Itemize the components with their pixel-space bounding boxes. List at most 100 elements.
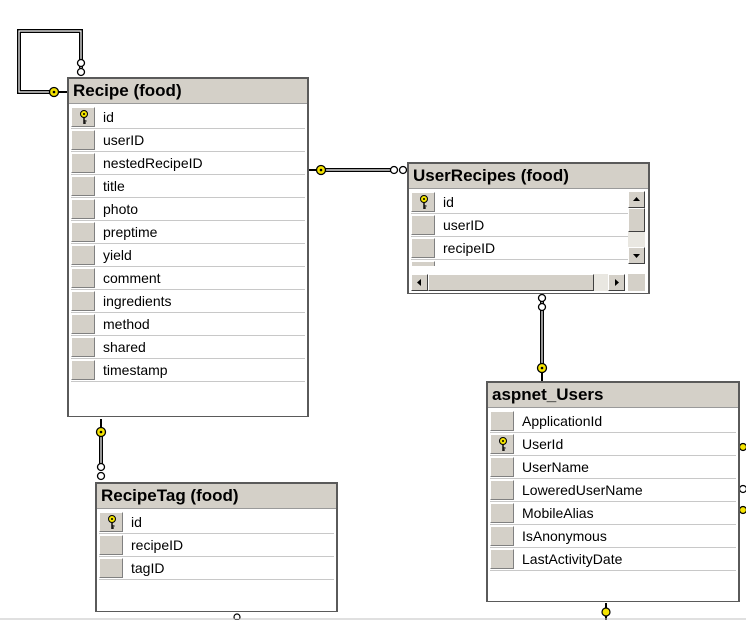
scroll-left-button[interactable]: [411, 274, 428, 291]
row-selector[interactable]: [490, 503, 514, 523]
column-row[interactable]: method: [71, 313, 305, 336]
row-selector[interactable]: [411, 215, 435, 235]
row-selector[interactable]: [71, 130, 95, 150]
column-name: comment: [103, 270, 161, 286]
column-row[interactable]: comment: [71, 267, 305, 290]
column-row[interactable]: userID: [71, 129, 305, 152]
column-row[interactable]: ApplicationId: [490, 410, 736, 433]
arrow-down-icon: [633, 254, 640, 258]
column-name: preptime: [103, 224, 158, 240]
table-recipe[interactable]: Recipe (food) id userID: [67, 77, 309, 417]
many-end-icon: [96, 462, 106, 472]
table-aspnet-users[interactable]: aspnet_Users ApplicationId UserId: [486, 381, 740, 602]
row-selector[interactable]: [411, 238, 435, 258]
column-row[interactable]: id: [99, 511, 334, 534]
scroll-up-button[interactable]: [628, 191, 645, 208]
many-end-icon: [398, 165, 408, 175]
row-selector[interactable]: [71, 107, 95, 127]
column-name: MobileAlias: [522, 505, 594, 521]
table-recipe-tag[interactable]: RecipeTag (food) id recipeID: [95, 482, 338, 612]
row-selector[interactable]: [71, 360, 95, 380]
column-name: UserId: [522, 436, 564, 452]
column-name: yield: [103, 247, 132, 263]
row-selector[interactable]: [71, 245, 95, 265]
relationship-users-userrecipes[interactable]: [536, 293, 548, 382]
row-selector[interactable]: [490, 434, 514, 454]
column-name: tagID: [131, 560, 165, 576]
column-row[interactable]: id: [411, 191, 628, 214]
row-selector[interactable]: [490, 411, 514, 431]
relationship-recipe-recipetag[interactable]: [95, 419, 107, 481]
row-selector[interactable]: [99, 512, 123, 532]
row-selector[interactable]: [71, 153, 95, 173]
table-title[interactable]: RecipeTag (food): [97, 484, 336, 509]
row-selector[interactable]: [490, 457, 514, 477]
column-row[interactable]: LastActivityDate: [490, 548, 736, 571]
column-row[interactable]: recipeID: [99, 534, 334, 557]
column-name: IsAnonymous: [522, 528, 607, 544]
column-name: UserName: [522, 459, 589, 475]
column-row[interactable]: originalOwner: [411, 260, 628, 266]
column-name: ApplicationId: [522, 413, 603, 429]
scroll-corner: [628, 274, 645, 291]
horizontal-scrollbar[interactable]: [411, 274, 625, 291]
column-row[interactable]: tagID: [99, 557, 334, 580]
column-row[interactable]: userID: [411, 214, 628, 237]
column-row[interactable]: UserName: [490, 456, 736, 479]
row-selector[interactable]: [71, 268, 95, 288]
row-selector[interactable]: [99, 535, 123, 555]
row-selector[interactable]: [411, 261, 435, 266]
column-name: title: [103, 178, 125, 194]
row-selector[interactable]: [71, 337, 95, 357]
column-name: ingredients: [103, 293, 172, 309]
table-user-recipes[interactable]: UserRecipes (food) id userID: [407, 162, 650, 294]
column-name: id: [103, 109, 114, 125]
column-row[interactable]: shared: [71, 336, 305, 359]
column-name: LoweredUserName: [522, 482, 643, 498]
row-selector[interactable]: [99, 558, 123, 578]
primary-key-icon: [80, 110, 88, 124]
row-selector[interactable]: [71, 199, 95, 219]
column-row[interactable]: preptime: [71, 221, 305, 244]
primary-key-icon: [420, 195, 428, 209]
column-name: recipeID: [443, 240, 496, 256]
column-name: recipeID: [131, 537, 184, 553]
column-name: shared: [103, 339, 146, 355]
column-row[interactable]: yield: [71, 244, 305, 267]
column-row[interactable]: UserId: [490, 433, 736, 456]
vertical-scrollbar[interactable]: [628, 191, 645, 264]
many-end-icon: [389, 165, 399, 175]
row-selector[interactable]: [71, 176, 95, 196]
column-name: timestamp: [103, 362, 168, 378]
primary-key-icon: [499, 437, 507, 451]
row-selector[interactable]: [71, 314, 95, 334]
scroll-down-button[interactable]: [628, 247, 645, 264]
row-selector[interactable]: [71, 291, 95, 311]
column-row[interactable]: ingredients: [71, 290, 305, 313]
row-selector[interactable]: [490, 526, 514, 546]
column-row[interactable]: recipeID: [411, 237, 628, 260]
relationship-recipe-userrecipes[interactable]: [309, 164, 408, 176]
column-row[interactable]: title: [71, 175, 305, 198]
key-end-icon: [536, 362, 548, 381]
column-row[interactable]: MobileAlias: [490, 502, 736, 525]
column-row[interactable]: timestamp: [71, 359, 305, 382]
scroll-thumb[interactable]: [428, 274, 594, 291]
scroll-right-button[interactable]: [608, 274, 625, 291]
row-selector[interactable]: [71, 222, 95, 242]
arrow-up-icon: [633, 197, 640, 201]
column-row[interactable]: photo: [71, 198, 305, 221]
scroll-thumb[interactable]: [628, 208, 645, 232]
table-title[interactable]: Recipe (food): [69, 79, 307, 104]
column-row[interactable]: IsAnonymous: [490, 525, 736, 548]
row-selector[interactable]: [411, 192, 435, 212]
row-selector[interactable]: [490, 549, 514, 569]
column-name: id: [131, 514, 142, 530]
row-selector[interactable]: [490, 480, 514, 500]
column-row[interactable]: id: [71, 106, 305, 129]
column-row[interactable]: nestedRecipeID: [71, 152, 305, 175]
table-title[interactable]: aspnet_Users: [488, 383, 738, 408]
table-title[interactable]: UserRecipes (food): [409, 164, 648, 189]
column-row[interactable]: LoweredUserName: [490, 479, 736, 502]
